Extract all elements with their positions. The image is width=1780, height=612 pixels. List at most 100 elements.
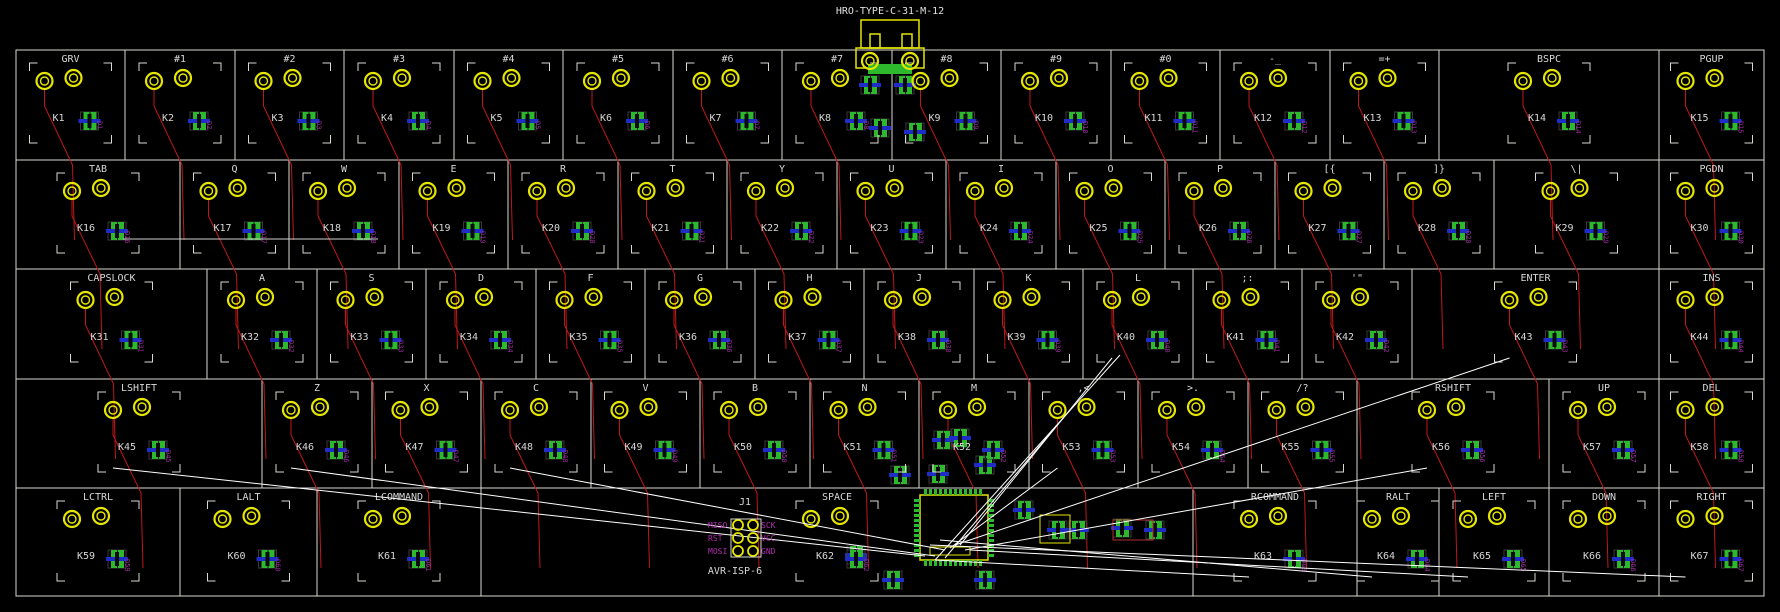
diode-silk: D5 — [534, 121, 542, 129]
switch-corner — [1280, 281, 1289, 290]
key-ref: K39 — [1007, 332, 1025, 343]
switch-corner — [1411, 464, 1420, 473]
switch-pad-hole — [80, 295, 91, 305]
column-trace — [290, 418, 322, 569]
switch-corner — [172, 464, 181, 473]
switch-pad-hole — [368, 514, 378, 524]
key-ref: K42 — [1336, 332, 1354, 343]
diode-silk: D60 — [274, 559, 282, 572]
switch-pad — [281, 400, 301, 420]
switch-pad — [584, 287, 603, 307]
key-legend: RALT — [1386, 492, 1410, 503]
switch-pad — [254, 71, 273, 91]
switch-corner — [678, 391, 687, 400]
switch-pad-hole — [1680, 405, 1691, 415]
switch-corner — [1253, 172, 1262, 181]
switch-pad-hole — [1218, 183, 1228, 193]
diode-gap — [580, 224, 584, 238]
key-legend: Q — [231, 164, 237, 175]
switch-pad — [803, 287, 822, 307]
switch-pad-hole — [313, 186, 323, 196]
mcu-pin — [988, 509, 994, 512]
switch-pad — [1487, 506, 1507, 526]
switch-corner — [521, 172, 530, 181]
switch-corner — [467, 62, 476, 71]
switch-corner — [1744, 500, 1753, 509]
diode-silk: D49 — [671, 450, 679, 463]
diode-gap — [799, 224, 803, 238]
switch-pad-hole — [1355, 292, 1365, 302]
switch-pad-hole — [915, 76, 926, 86]
switch-pad-hole — [1162, 405, 1172, 415]
diode-silk: D3 — [315, 121, 323, 129]
switch-corner — [357, 500, 366, 509]
switch-corner — [275, 391, 284, 400]
mcu-pin — [988, 514, 994, 517]
airwire — [509, 467, 946, 551]
key-legend: I — [998, 164, 1004, 175]
switch-pad-hole — [725, 73, 736, 83]
switch-corner — [987, 354, 996, 363]
switch-corner — [658, 281, 667, 290]
switch-pad — [1378, 68, 1397, 88]
usb-mount — [860, 51, 880, 71]
isp-pin — [747, 519, 759, 531]
switch-pad-hole — [1273, 511, 1283, 521]
switch-corner — [1637, 500, 1646, 509]
switch-pad-hole — [616, 73, 626, 83]
switch-pad-hole — [889, 183, 900, 193]
column-trace — [1358, 89, 1389, 241]
switch-pad — [445, 290, 465, 310]
switch-corner — [1315, 354, 1324, 363]
switch-pad-hole — [1367, 514, 1377, 524]
switch-pad — [474, 287, 494, 307]
mcu-pin — [974, 560, 977, 566]
switch-pad-hole — [1054, 73, 1064, 83]
column-trace — [1685, 89, 1716, 241]
copper-traces — [44, 89, 1716, 569]
switch-pad — [473, 71, 492, 91]
diode-silk: D65 — [1519, 559, 1527, 572]
column-trace — [482, 89, 513, 241]
switch-corner — [1034, 172, 1043, 181]
key-legend: V — [642, 383, 648, 394]
switch-corner — [1261, 391, 1270, 400]
switch-corner — [733, 281, 742, 290]
diode-silk: D25 — [1136, 231, 1144, 244]
mcu-pin — [934, 560, 937, 566]
switch-pad — [1020, 71, 1040, 91]
switch-corner — [514, 281, 523, 290]
diode-gap — [635, 114, 639, 128]
switch-pad — [1458, 509, 1478, 529]
diode-silk: D54 — [1218, 450, 1226, 463]
column-trace — [71, 199, 103, 350]
diode-silk: D59 — [123, 559, 131, 572]
switch-corner — [1198, 62, 1207, 71]
key-legend: G — [697, 273, 703, 284]
switch-pad-hole — [835, 511, 845, 521]
key-legend: #7 — [831, 54, 843, 65]
column-trace — [1412, 199, 1444, 350]
switch-corner — [459, 464, 468, 473]
switch-pad — [775, 178, 795, 198]
switch-pad — [447, 178, 466, 198]
key-ref: K38 — [898, 332, 916, 343]
switch-corner — [842, 281, 851, 290]
switch-pad — [883, 290, 903, 310]
switch-corner — [97, 391, 106, 400]
diode-silk: D11 — [1191, 121, 1199, 134]
key-ref: K26 — [1199, 223, 1217, 234]
mcu-pin — [988, 534, 994, 537]
diode-silk: D52 — [999, 450, 1007, 463]
diode-silk: D42 — [1382, 340, 1390, 353]
passive-gap — [941, 433, 945, 447]
diode-silk: D33 — [397, 340, 405, 353]
switch-corner — [1069, 172, 1078, 181]
